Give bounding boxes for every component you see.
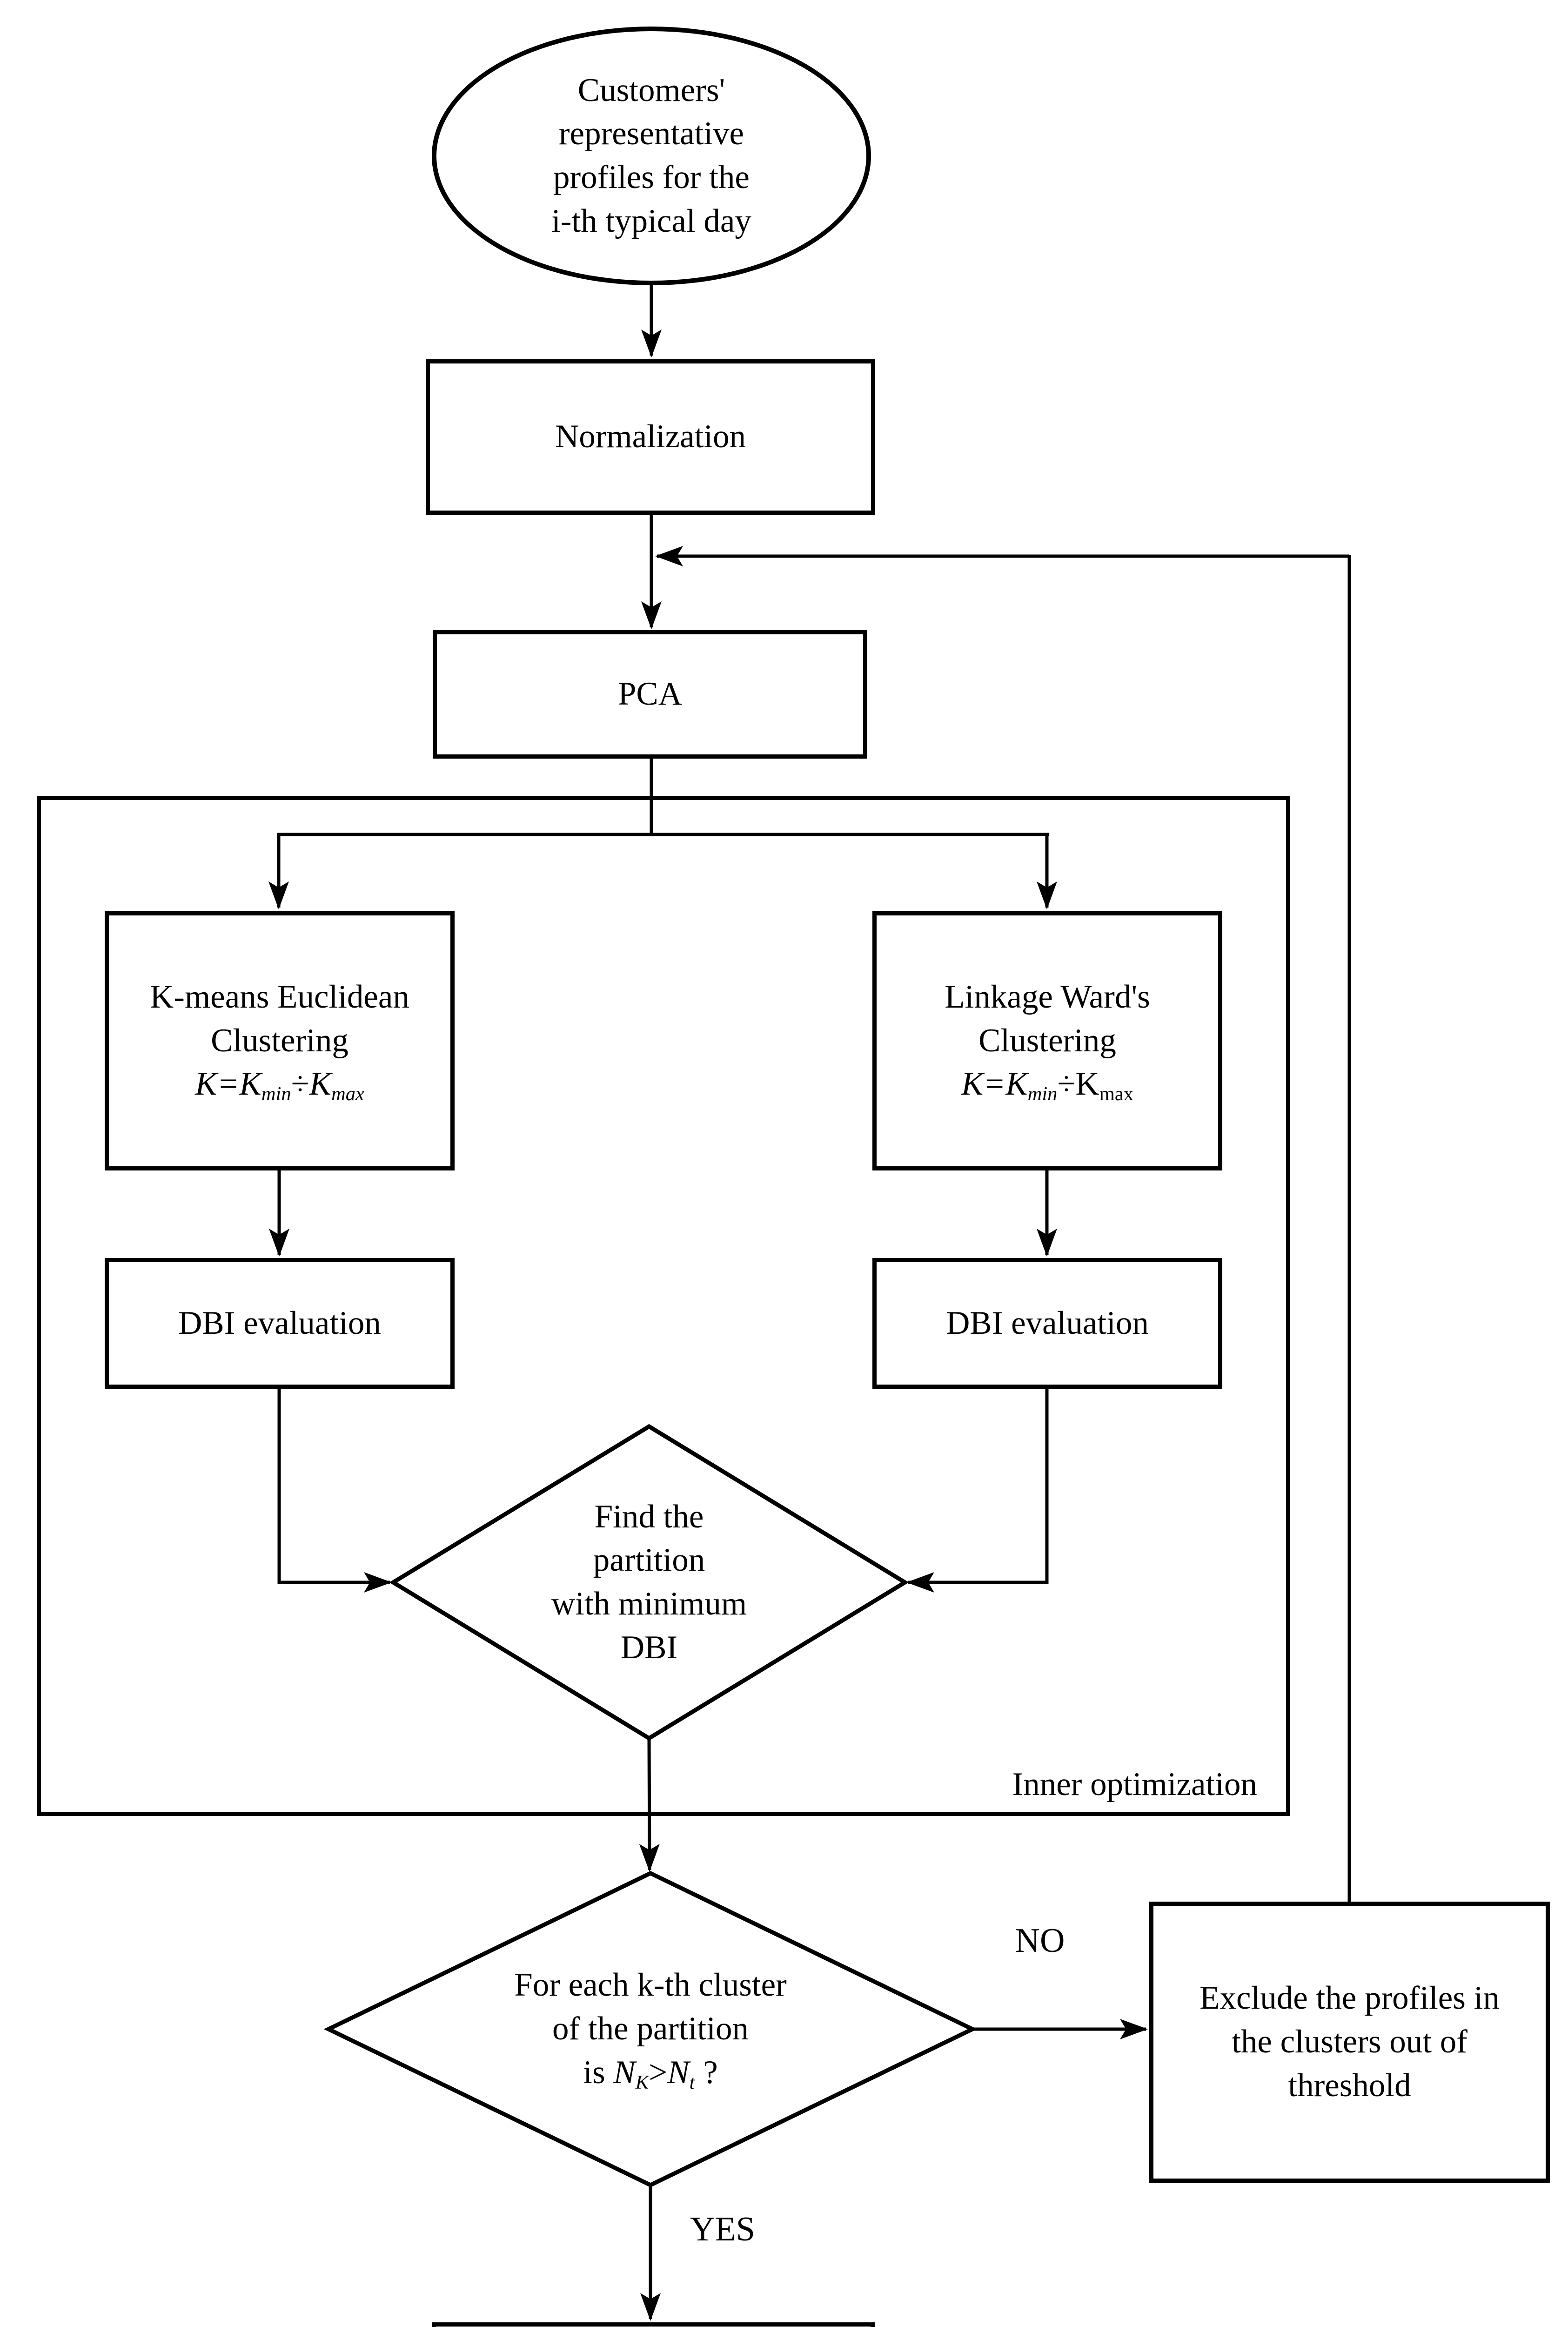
connector-dbi-right-to-diamond [906, 1389, 1049, 1593]
threshold-decision-text: For each k-th cluster of the partition i… [418, 1962, 883, 2097]
linkage-text-line: Clustering [978, 1022, 1116, 1059]
inner-optimization-container: Inner optimization [37, 796, 1290, 1816]
linkage-text-line: Linkage Ward's [945, 978, 1150, 1015]
start-terminal-text-line: i-th typical day [551, 202, 751, 239]
kmeans-text-line: Clustering [211, 1022, 348, 1059]
evaluate-centroid-step: Evaluate the centroid of each cluster [432, 2322, 875, 2327]
linkage-ward-clustering-step: Linkage Ward's Clustering K=Kmin÷Kmax [872, 911, 1222, 1170]
yes-branch-label: YES [690, 2210, 755, 2248]
pca-step: PCA [433, 630, 867, 759]
dbi-evaluation-right-step: DBI evaluation [872, 1258, 1222, 1389]
linkage-k-range-formula: K=Kmin÷Kmax [961, 1066, 1134, 1105]
exclude-text-line: the clusters out of [1232, 2024, 1467, 2060]
no-branch-label: NO [1015, 1922, 1065, 1960]
pca-label: PCA [617, 676, 683, 713]
min-dbi-text-line: partition [593, 1542, 705, 1579]
threshold-decision-text-line: For each k-th cluster [514, 1967, 787, 2004]
min-dbi-text-line: with minimum [551, 1586, 747, 1622]
dbi-evaluation-left-step: DBI evaluation [105, 1258, 455, 1389]
normalization-label: Normalization [555, 418, 746, 455]
min-dbi-text-line: DBI [620, 1629, 678, 1666]
start-terminal-text-line: Customers' [577, 72, 725, 108]
dbi-evaluation-left-label: DBI evaluation [178, 1305, 381, 1341]
threshold-decision-condition: is NK>Nt ? [583, 2054, 718, 2093]
start-terminal: Customers' representative profiles for t… [432, 27, 871, 285]
dbi-evaluation-right-label: DBI evaluation [946, 1305, 1149, 1341]
exclude-text-line: threshold [1288, 2067, 1411, 2104]
kmeans-text-line: K-means Euclidean [150, 978, 409, 1015]
start-terminal-text-line: profiles for the [553, 159, 750, 195]
exclude-text-line: Exclude the profiles in [1199, 1980, 1500, 2017]
min-dbi-diamond-text: Find the partition with minimum DBI [486, 1492, 812, 1673]
kmeans-clustering-step: K-means Euclidean Clustering K=Kmin÷Kmax [105, 911, 455, 1170]
exclude-profiles-step: Exclude the profiles in the clusters out… [1149, 1902, 1550, 2183]
start-terminal-text-line: representative [558, 115, 744, 152]
inner-optimization-label: Inner optimization [1012, 1766, 1257, 1802]
connector-dbi-left-to-diamond [277, 1389, 392, 1593]
min-dbi-text-line: Find the [594, 1498, 704, 1535]
normalization-step: Normalization [426, 359, 875, 515]
threshold-decision-text-line: of the partition [552, 2011, 749, 2047]
connector-diamond-to-decision [639, 1738, 660, 1872]
kmeans-k-range-formula: K=Kmin÷Kmax [195, 1066, 364, 1105]
